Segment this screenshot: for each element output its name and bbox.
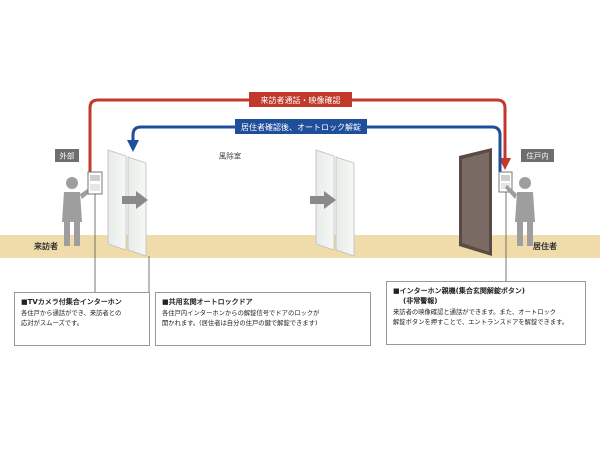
zone-tag-unit: 住戸内 bbox=[526, 151, 549, 161]
floor-band bbox=[0, 235, 600, 258]
note-camera-intercom: ■TVカメラ付集合インターホン 各住戸から通話ができ、来訪者との 応対がスムーズ… bbox=[14, 292, 150, 346]
note-autolock-door-line: 各住戸内インターホンからの解錠信号でドアのロックが bbox=[162, 310, 320, 317]
visit-arrow-label-bg bbox=[249, 92, 352, 107]
visit-arrow: 来訪者通話・映像確認 bbox=[88, 92, 511, 175]
unlock-arrow-head bbox=[127, 140, 139, 152]
zone-tag-outside-bg bbox=[55, 149, 79, 162]
visit-arrow-head bbox=[499, 158, 511, 170]
note-camera-intercom-text: 各住戸から通話ができ、来訪者との 応対がスムーズです。 bbox=[21, 309, 143, 329]
note-camera-intercom-line: 応対がスムーズです。 bbox=[21, 320, 84, 327]
visitor-label: 来訪者 bbox=[33, 241, 58, 251]
door-opening-arrow-2 bbox=[310, 191, 336, 209]
note-master-intercom: ■インターホン親機(集合玄関解錠ボタン) (非常警報) 来訪者の映像確認と通話が… bbox=[386, 281, 586, 345]
zone-tag-outside: 外部 bbox=[60, 151, 75, 161]
zone-tag-unit-bg bbox=[521, 149, 554, 162]
note-autolock-door-text: 各住戸内インターホンからの解錠信号でドアのロックが 開かれます。(居住者は自分の… bbox=[162, 309, 364, 329]
resident-label: 居住者 bbox=[533, 241, 557, 251]
note-autolock-door: ■共用玄関オートロックドア 各住戸内インターホンからの解錠信号でドアのロックが … bbox=[155, 292, 371, 346]
note-master-intercom-title: ■インターホン親機(集合玄関解錠ボタン) bbox=[393, 287, 526, 295]
unlock-arrow-label-bg bbox=[235, 119, 367, 134]
zone-tag-vestibule: 風除室 bbox=[219, 151, 242, 161]
door-opening-arrow-1 bbox=[122, 191, 148, 209]
resident-icon bbox=[505, 177, 535, 246]
visit-arrow-line bbox=[88, 98, 507, 175]
note-autolock-door-title: ■共用玄関オートロックドア bbox=[162, 298, 253, 306]
unit-door bbox=[459, 148, 492, 256]
unlock-arrow: 居住者確認後、オートロック解錠 bbox=[127, 119, 502, 175]
unlock-arrow-label: 居住者確認後、オートロック解錠 bbox=[241, 122, 361, 132]
note-master-intercom-text: 来訪者の映像確認と通話ができます。また、オートロック 解錠ボタンを押すことで、エ… bbox=[393, 308, 579, 328]
note-camera-intercom-line: 各住戸から通話ができ、来訪者との bbox=[21, 310, 122, 317]
note-camera-intercom-title: ■TVカメラ付集合インターホン bbox=[21, 298, 122, 306]
note-autolock-door-line: 開かれます。(居住者は自分の住戸の鍵で解錠できます) bbox=[162, 320, 318, 327]
note-master-intercom-line: 来訪者の映像確認と通話ができます。また、オートロック bbox=[393, 309, 557, 316]
entrance-intercom-icon bbox=[87, 171, 103, 195]
visitor-icon bbox=[62, 177, 94, 246]
note-master-intercom-subtitle: (非常警報) bbox=[403, 297, 438, 305]
note-master-intercom-line: 解錠ボタンを押すことで、エントランスドアを解錠できます。 bbox=[393, 319, 569, 326]
visit-arrow-label: 来訪者通話・映像確認 bbox=[261, 95, 341, 105]
